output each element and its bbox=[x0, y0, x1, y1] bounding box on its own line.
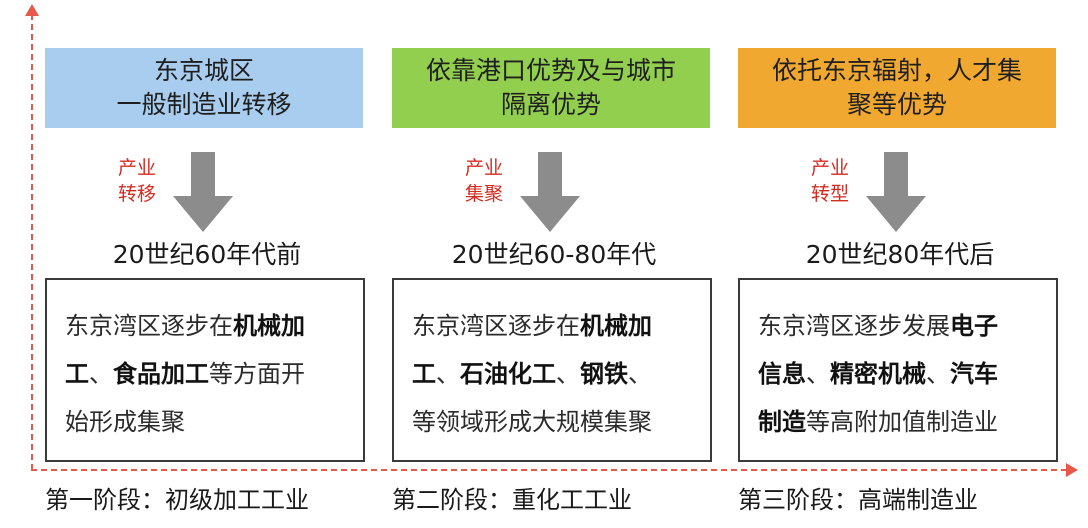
horizontal-axis-arrowhead bbox=[1066, 463, 1078, 477]
description-box-1: 东京湾区逐步在机械加 工、食品加工等方面开 始形成集聚 bbox=[45, 278, 365, 462]
description-text: 等方面开 bbox=[209, 360, 305, 388]
stage-label-2: 第二阶段：重化工工业 bbox=[392, 480, 720, 520]
description-line: 制造等高附加值制造业 bbox=[758, 398, 1038, 446]
down-arrow-icon bbox=[866, 152, 926, 232]
emphasized-term: 精密机械 bbox=[830, 360, 926, 388]
horizontal-axis-dashed bbox=[31, 469, 1067, 471]
description-line: 信息、精密机械、汽车 bbox=[758, 350, 1038, 398]
driver-box-1: 东京城区 一般制造业转移 bbox=[45, 48, 363, 128]
down-arrow-icon bbox=[520, 152, 580, 232]
description-line: 等领域形成大规模集聚 bbox=[412, 398, 692, 446]
description-text: 始形成集聚 bbox=[65, 408, 185, 436]
vertical-axis-dashed bbox=[31, 14, 33, 470]
stage-name: 初级加工工业 bbox=[165, 486, 309, 514]
description-text: 等领域形成大规模集聚 bbox=[412, 408, 652, 436]
description-text: 等高附加值制造业 bbox=[806, 408, 998, 436]
emphasized-term: 工 bbox=[65, 360, 89, 388]
emphasized-term: 电子 bbox=[950, 312, 998, 340]
description-line: 工、食品加工等方面开 bbox=[65, 350, 345, 398]
description-text: 、 bbox=[628, 360, 652, 388]
description-text: 东京湾区逐步发展 bbox=[758, 312, 950, 340]
description-line: 东京湾区逐步在机械加 bbox=[412, 302, 692, 350]
description-text: 、 bbox=[806, 360, 830, 388]
description-text: 东京湾区逐步在 bbox=[65, 312, 233, 340]
stage-prefix: 第三阶段： bbox=[738, 486, 858, 514]
description-line: 工、石油化工、钢铁、 bbox=[412, 350, 692, 398]
description-box-3: 东京湾区逐步发展电子 信息、精密机械、汽车 制造等高附加值制造业 bbox=[738, 278, 1058, 462]
description-line: 东京湾区逐步发展电子 bbox=[758, 302, 1038, 350]
process-tag-3: 产业 转型 bbox=[810, 157, 849, 205]
era-label-1: 20世纪60年代前 bbox=[112, 240, 302, 269]
stage-prefix: 第二阶段： bbox=[392, 486, 512, 514]
stage-name: 高端制造业 bbox=[858, 486, 978, 514]
vertical-axis-arrowhead bbox=[25, 4, 39, 16]
stage-name: 重化工工业 bbox=[512, 486, 632, 514]
description-text: 、 bbox=[926, 360, 950, 388]
era-label-3: 20世纪80年代后 bbox=[805, 240, 995, 269]
driver-box-2: 依靠港口优势及与城市 隔离优势 bbox=[392, 48, 710, 128]
emphasized-term: 制造 bbox=[758, 408, 806, 436]
emphasized-term: 钢铁 bbox=[580, 360, 628, 388]
description-text: 、 bbox=[556, 360, 580, 388]
description-text: 东京湾区逐步在 bbox=[412, 312, 580, 340]
era-label-2: 20世纪60-80年代 bbox=[451, 240, 657, 269]
driver-box-3: 依托东京辐射，人才集 聚等优势 bbox=[738, 48, 1056, 128]
stage-label-3: 第三阶段：高端制造业 bbox=[738, 480, 1066, 520]
stage-column-3: 依托东京辐射，人才集 聚等优势 产业 转型 20世纪80年代后 东京湾区逐步发展… bbox=[736, 0, 1064, 528]
emphasized-term: 信息 bbox=[758, 360, 806, 388]
description-line: 东京湾区逐步在机械加 bbox=[65, 302, 345, 350]
stage-column-1: 东京城区 一般制造业转移 产业 转移 20世纪60年代前 东京湾区逐步在机械加 … bbox=[43, 0, 371, 528]
description-line: 始形成集聚 bbox=[65, 398, 345, 446]
down-arrow-icon bbox=[173, 152, 233, 232]
description-text: 、 bbox=[436, 360, 460, 388]
process-tag-2: 产业 集聚 bbox=[464, 157, 503, 205]
emphasized-term: 食品加工 bbox=[113, 360, 209, 388]
stage-prefix: 第一阶段： bbox=[45, 486, 165, 514]
emphasized-term: 工 bbox=[412, 360, 436, 388]
emphasized-term: 机械加 bbox=[233, 312, 305, 340]
stage-column-2: 依靠港口优势及与城市 隔离优势 产业 集聚 20世纪60-80年代 东京湾区逐步… bbox=[390, 0, 718, 528]
emphasized-term: 机械加 bbox=[580, 312, 652, 340]
process-tag-1: 产业 转移 bbox=[117, 157, 156, 205]
emphasized-term: 汽车 bbox=[950, 360, 998, 388]
stage-label-1: 第一阶段：初级加工工业 bbox=[45, 480, 373, 520]
emphasized-term: 石油化工 bbox=[460, 360, 556, 388]
description-box-2: 东京湾区逐步在机械加 工、石油化工、钢铁、 等领域形成大规模集聚 bbox=[392, 278, 712, 462]
description-text: 、 bbox=[89, 360, 113, 388]
